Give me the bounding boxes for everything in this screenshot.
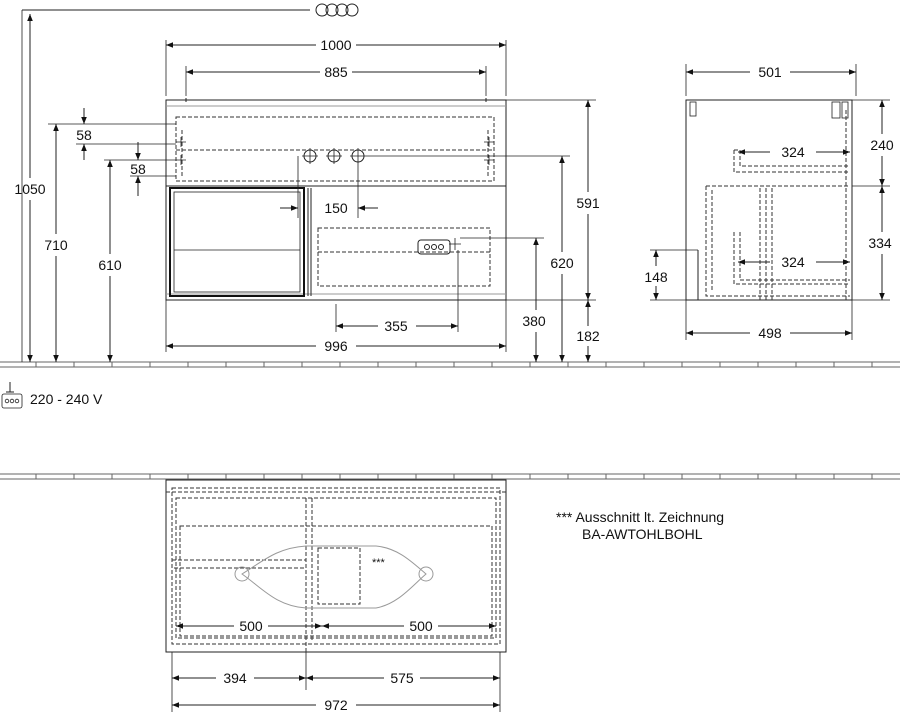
dim-58-upper: 58: [76, 127, 92, 143]
dim-324-lower: 324: [781, 254, 805, 270]
basin-cutout: [241, 545, 427, 609]
left-compartment: [169, 187, 305, 297]
voltage-label: 220 - 240 V: [30, 391, 103, 407]
dim-380: 380: [522, 313, 546, 329]
dim-334: 334: [868, 235, 892, 251]
dim-498: 498: [758, 325, 782, 341]
floor-line-bottom: [0, 473, 900, 480]
dim-394: 394: [223, 670, 247, 686]
floor-line-top: [0, 361, 900, 368]
dim-885: 885: [324, 64, 348, 80]
dim-620: 620: [550, 255, 574, 271]
dim-996: 996: [324, 338, 348, 354]
side-outline: [685, 99, 853, 301]
dim-355: 355: [384, 318, 408, 334]
side-lower-drawer: [705, 185, 850, 297]
dim-575: 575: [390, 670, 414, 686]
dim-500-right: 500: [409, 618, 433, 634]
plan-outline: [165, 479, 507, 653]
side-upper-drawer: [733, 149, 850, 173]
dim-501: 501: [758, 64, 782, 80]
dim-150: 150: [324, 200, 348, 216]
dim-1050: 1050: [14, 181, 45, 197]
cabinet-outline: [165, 99, 507, 301]
dim-710: 710: [44, 237, 68, 253]
dim-240: 240: [870, 137, 894, 153]
dim-610: 610: [98, 257, 122, 273]
side-view: 501 240 324 334 324 148 498: [644, 64, 894, 341]
water-connections: [302, 148, 461, 250]
dim-591: 591: [576, 195, 600, 211]
dim-148: 148: [644, 269, 668, 285]
cutout-marker: ***: [372, 557, 386, 569]
upper-drawer: [175, 116, 495, 182]
note-code: BA-AWTOHLBOHL: [582, 526, 703, 542]
front-view: 1000 885 1050 710 58 610 58: [14, 3, 600, 362]
siphon-area: [317, 227, 491, 287]
dim-972: 972: [324, 697, 348, 713]
wall-mount-symbol: [22, 3, 359, 17]
socket-icon: [1, 382, 23, 409]
dim-182: 182: [576, 328, 600, 344]
dim-500-left: 500: [239, 618, 263, 634]
socket-outlet: [417, 239, 451, 255]
plan-view: *** 500 500 394 575 972: [165, 479, 507, 713]
dim-1000: 1000: [320, 37, 351, 53]
note-cutout: *** Ausschnitt lt. Zeichnung: [556, 509, 724, 525]
dim-58-lower: 58: [130, 161, 146, 177]
dim-324-upper: 324: [781, 144, 805, 160]
